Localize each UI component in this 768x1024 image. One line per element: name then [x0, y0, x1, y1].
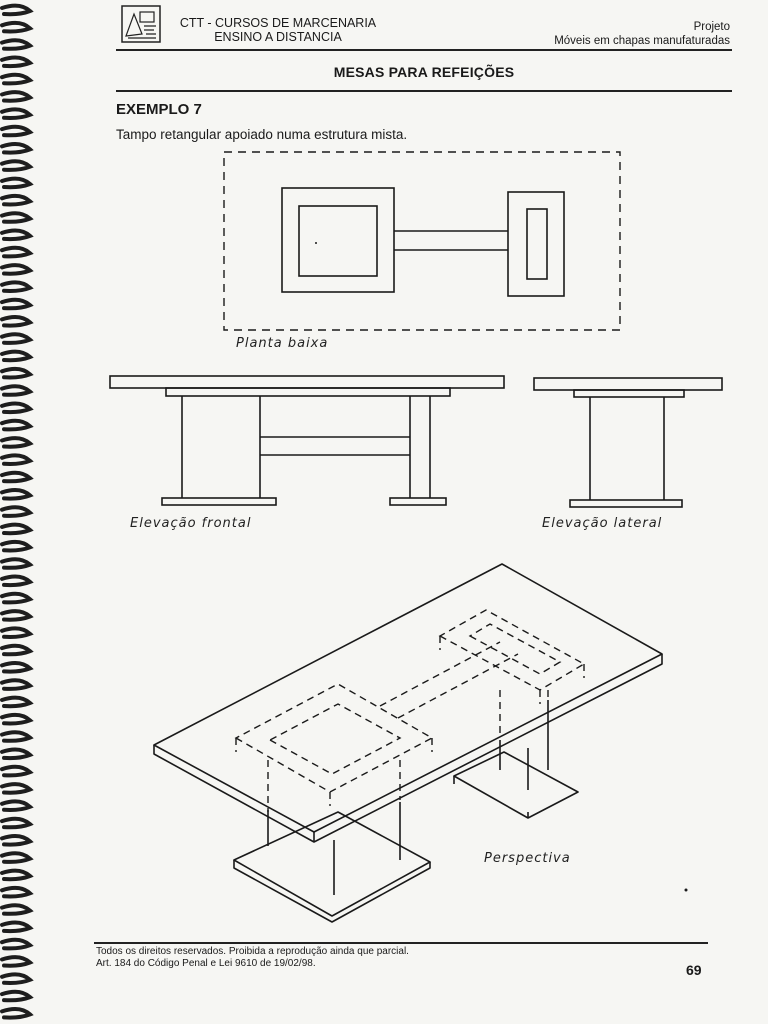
spiral-coil: [0, 124, 34, 138]
spiral-coil: [0, 782, 34, 795]
spiral-coil: [0, 159, 34, 172]
perspective-hidden-lines: [234, 609, 586, 812]
spiral-coil: [0, 142, 34, 155]
org-name: CTT - CURSOS DE MARCENARIA: [179, 16, 377, 30]
spiral-coil: [0, 505, 34, 518]
example-title: EXEMPLO 7: [116, 101, 202, 118]
spiral-coil: [0, 107, 34, 120]
spiral-coil: [0, 418, 34, 432]
spiral-coil: [0, 366, 34, 380]
spiral-coil: [0, 20, 34, 34]
spiral-coil: [0, 193, 34, 207]
org-subtitle: ENSINO A DISTANCIA: [214, 30, 342, 44]
spiral-coil: [0, 989, 34, 1003]
side-elevation-drawing: [533, 377, 723, 508]
footer-rule: [94, 942, 708, 944]
spiral-coil: [0, 72, 34, 86]
spiral-coil: [0, 557, 34, 570]
spiral-coil: [0, 920, 34, 934]
project-name: Móveis em chapas manufaturadas: [554, 35, 730, 47]
spiral-coil: [0, 55, 34, 69]
page-number: 69: [686, 962, 702, 978]
spiral-coil: [0, 384, 34, 397]
spiral-coil: [0, 903, 34, 916]
spiral-coil: [0, 470, 34, 484]
label-perspective: Perspectiva: [484, 851, 571, 866]
header-project: Projeto Móveis em chapas manufaturadas: [520, 20, 730, 48]
example-description: Tampo retangular apoiado numa estrutura …: [116, 127, 408, 142]
spiral-coil: [0, 695, 34, 709]
perspective-drawing: [153, 563, 663, 923]
spiral-coil: [0, 332, 34, 345]
footer-copyright: Todos os direitos reservados. Proibida a…: [96, 946, 656, 970]
spiral-coil: [0, 678, 34, 691]
spiral-coil: [0, 488, 34, 501]
spiral-coil: [0, 799, 34, 812]
ink-dot: [684, 888, 688, 892]
spiral-coil: [0, 3, 34, 17]
spiral-coil: [0, 591, 34, 605]
spiral-coil: [0, 38, 34, 51]
project-label: Projeto: [693, 21, 730, 33]
spiral-coil: [0, 245, 34, 259]
spiral-coil: [0, 851, 34, 864]
spiral-coil: [0, 868, 34, 882]
section-title: MESAS PARA REFEIÇÕES: [333, 64, 515, 80]
spiral-coil: [0, 609, 34, 622]
copyright-line: Todos os direitos reservados. Proibida a…: [96, 946, 409, 957]
spiral-coil: [0, 315, 34, 328]
spiral-coil: [0, 730, 34, 743]
spiral-coil: [0, 834, 34, 847]
spiral-coil: [0, 816, 34, 830]
spiral-coil: [0, 280, 34, 293]
spiral-coil: [0, 522, 34, 536]
spiral-coil: [0, 972, 34, 985]
spiral-coil: [0, 937, 34, 951]
spiral-coil: [0, 176, 34, 190]
ink-dot: [315, 242, 317, 244]
header-rule: [116, 49, 732, 51]
spiral-coil: [0, 747, 34, 761]
spiral-coil: [0, 643, 34, 657]
spiral-coil: [0, 1007, 34, 1020]
spiral-coil: [0, 661, 34, 674]
legal-line: Art. 184 do Código Penal e Lei 9610 de 1…: [96, 958, 316, 969]
spiral-coil: [0, 349, 34, 363]
spiral-binding: [0, 3, 34, 1020]
header-organization: CTT - CURSOS DE MARCENARIA ENSINO A DIST…: [168, 16, 388, 44]
spiral-coil: [0, 211, 34, 224]
spiral-coil: [0, 539, 34, 553]
label-plan-view: Planta baixa: [236, 336, 329, 351]
spiral-coil: [0, 885, 34, 899]
label-side-elevation: Elevação lateral: [542, 516, 663, 531]
plan-view-drawing: [223, 151, 621, 331]
spiral-coil: [0, 436, 34, 449]
spiral-coil: [0, 90, 34, 103]
label-front-elevation: Elevação frontal: [130, 516, 252, 531]
spiral-coil: [0, 453, 34, 466]
spiral-coil: [0, 626, 34, 639]
section-rule: [116, 90, 732, 92]
spiral-coil: [0, 955, 34, 968]
spiral-coil: [0, 574, 34, 588]
spiral-coil: [0, 712, 34, 726]
ctt-logo-icon: [121, 5, 161, 43]
spiral-coil: [0, 297, 34, 311]
spiral-coil: [0, 764, 34, 778]
front-elevation-drawing: [109, 375, 505, 506]
spiral-coil: [0, 263, 34, 276]
spiral-coil: [0, 228, 34, 242]
spiral-coil: [0, 401, 34, 415]
